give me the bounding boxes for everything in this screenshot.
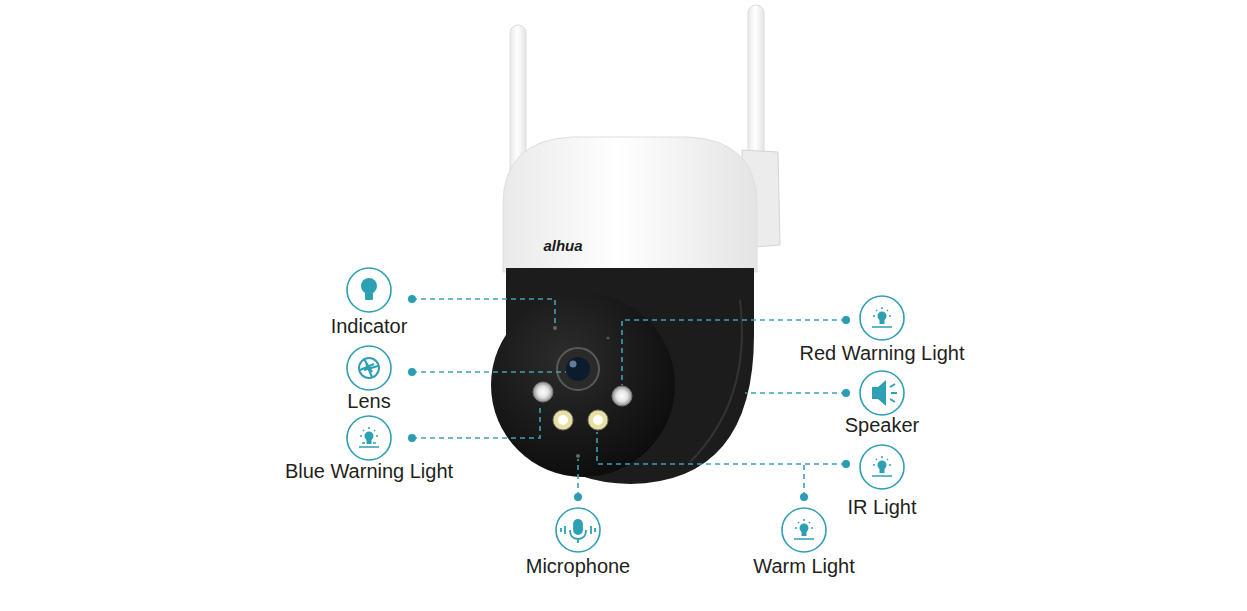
- part-name: Blue Warning Light: [285, 459, 453, 483]
- leader-dot: [408, 295, 850, 501]
- housing-top: [503, 137, 757, 272]
- part-name: Speaker: [845, 413, 920, 437]
- aperture-icon: [359, 358, 379, 378]
- microphone-icon: [561, 520, 595, 543]
- lens-glass: [557, 348, 599, 390]
- brand-logo: alhua: [543, 237, 582, 255]
- leader-line: [412, 299, 846, 497]
- part-name: Red Warning Light: [800, 341, 965, 365]
- light-icon: [359, 307, 892, 539]
- callout-icon: [347, 268, 904, 552]
- speaker-icon: [872, 380, 897, 406]
- bulb-icon: [361, 278, 377, 300]
- part-name: Warm Light: [753, 554, 855, 578]
- part-name: IR Light: [848, 495, 917, 519]
- part-name: Indicator: [331, 314, 408, 338]
- led-lights: [533, 382, 632, 430]
- part-name: Lens: [347, 389, 390, 413]
- part-name: Microphone: [526, 554, 631, 578]
